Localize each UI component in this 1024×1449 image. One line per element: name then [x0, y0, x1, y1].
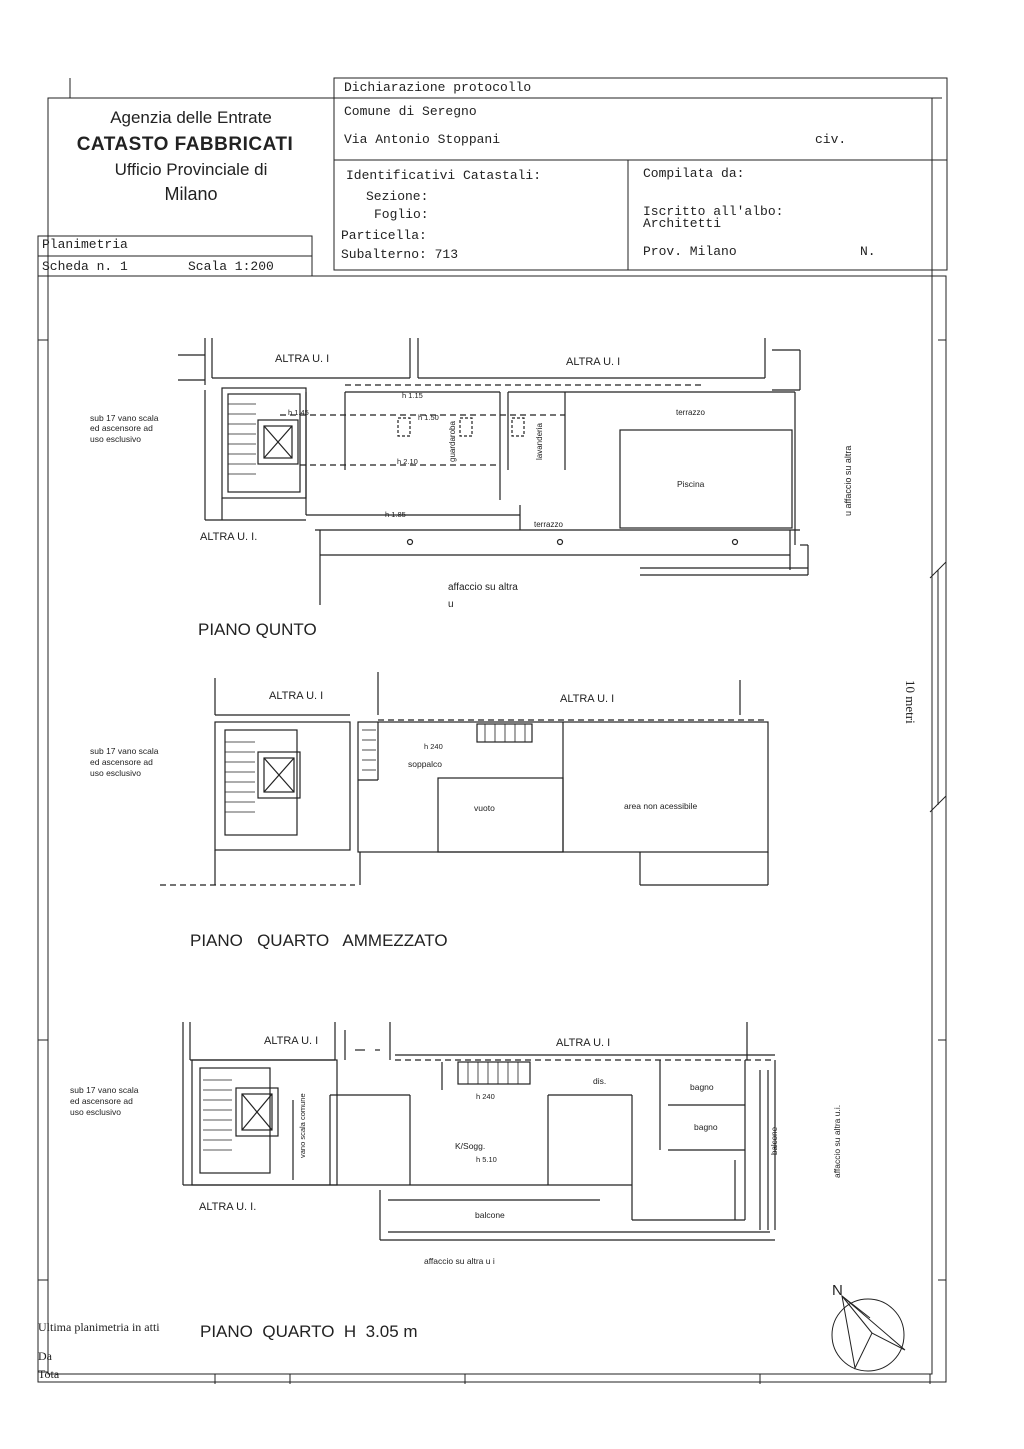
- quinto-sub-note-3: uso esclusivo: [90, 434, 142, 444]
- ammezzato-title: PIANO QUARTO AMMEZZATO: [190, 931, 448, 950]
- quinto-h145: h 1.45: [288, 408, 309, 417]
- ammezzato-sub-note-3: uso esclusivo: [90, 768, 142, 778]
- quarto-sub-note-2: ed ascensore ad: [70, 1096, 133, 1106]
- quinto-terrazzo-bottom: terrazzo: [534, 520, 563, 529]
- quinto-affaccio-2: u: [448, 599, 454, 610]
- quinto-piscina: Piscina: [677, 479, 705, 489]
- quinto-affaccio-1: affaccio su altra: [448, 582, 518, 593]
- quarto-bagno-2: bagno: [694, 1122, 718, 1132]
- planimetria-label: Planimetria: [42, 237, 128, 252]
- ammezzato-altra-right: ALTRA U. I: [560, 693, 615, 705]
- quinto-h185: h 1.85: [385, 510, 406, 519]
- footer-ultima: Ultima planimetria in atti: [38, 1320, 160, 1334]
- particella-label: Particella:: [341, 228, 427, 243]
- number-label: N.: [860, 244, 876, 259]
- ammezzato-vuoto: vuoto: [474, 803, 495, 813]
- quinto-lavanderia: lavanderia: [535, 423, 544, 460]
- civic-label: civ.: [815, 132, 847, 147]
- scheda-label: Scheda n. 1: [42, 259, 128, 274]
- identifiers-title: Identificativi Catastali:: [346, 168, 542, 183]
- ammezzato-soppalco: soppalco: [408, 759, 443, 769]
- quinto-altra-bottom: ALTRA U. I.: [200, 531, 258, 543]
- agency-name: Agenzia delle Entrate: [110, 108, 272, 127]
- quarto-title: PIANO QUARTO H 3.05 m: [200, 1322, 418, 1341]
- quinto-altra-right: ALTRA U. I: [566, 356, 621, 368]
- quarto-altra-right: ALTRA U. I: [556, 1037, 611, 1049]
- subalterno-label: Subalterno: 713: [341, 247, 459, 262]
- quarto-dis: dis.: [593, 1076, 607, 1086]
- quarto-bagno-1: bagno: [690, 1082, 714, 1092]
- ufficio-label: Ufficio Provinciale di: [114, 160, 268, 179]
- quarto-affaccio-bottom: affaccio su altra u i: [424, 1256, 495, 1266]
- scale-bar-label: 10 metri: [903, 680, 918, 724]
- quarto-vano-scala: vano scala comune: [298, 1093, 307, 1158]
- address-label: Via Antonio Stoppani: [344, 132, 501, 147]
- iscritto-label: Iscritto all'albo:: [643, 204, 784, 219]
- quarto-h510: h 5.10: [476, 1155, 497, 1164]
- quarto-sub-note-1: sub 17 vano scala: [70, 1085, 139, 1095]
- quinto-h115: h 1.15: [402, 391, 423, 400]
- quinto-title: PIANO QUNTO: [198, 620, 317, 639]
- quarto-h240: h 240: [476, 1092, 495, 1101]
- quinto-altra-left: ALTRA U. I: [275, 353, 330, 365]
- footer-tota: Tota: [38, 1367, 60, 1381]
- scala-label: Scala 1:200: [188, 259, 274, 274]
- footer-data: Da: [38, 1349, 52, 1363]
- compiled-title: Compilata da:: [643, 166, 745, 181]
- quinto-affaccio-side: u affaccio su altra: [843, 445, 853, 516]
- foglio-label: Foglio:: [374, 207, 429, 222]
- declaration-protocol: Dichiarazione protocollo: [344, 80, 532, 95]
- quarto-sub-note-3: uso esclusivo: [70, 1107, 122, 1117]
- quarto-balcone: balcone: [475, 1210, 505, 1220]
- quarto-affaccio-side: affaccio su altra u.i.: [832, 1104, 842, 1178]
- ammezzato-sub-note-2: ed ascensore ad: [90, 757, 153, 767]
- architetti-label: Architetti: [643, 216, 722, 231]
- province-name: Milano: [164, 184, 218, 204]
- ammezzato-area: area non acessibile: [624, 801, 698, 811]
- quinto-h150: h 1.50: [418, 413, 439, 422]
- quarto-altra-bottom: ALTRA U. I.: [199, 1201, 257, 1213]
- quinto-sub-note-1: sub 17 vano scala: [90, 413, 159, 423]
- sezione-label: Sezione:: [366, 189, 429, 204]
- ammezzato-h240: h 240: [424, 742, 443, 751]
- quarto-altra-left: ALTRA U. I: [264, 1035, 319, 1047]
- comune-label: Comune di Seregno: [344, 104, 477, 119]
- quinto-guardaroba: guardaroba: [448, 421, 457, 462]
- catasto-title: CATASTO FABBRICATI: [76, 134, 294, 155]
- province-label: Prov. Milano: [643, 244, 737, 259]
- ammezzato-sub-note-1: sub 17 vano scala: [90, 746, 159, 756]
- quinto-sub-note-2: ed ascensore ad: [90, 423, 153, 433]
- quinto-terrazzo-top: terrazzo: [676, 408, 705, 417]
- north-label: N: [832, 1282, 843, 1299]
- quinto-h210: h 2.10: [397, 457, 418, 466]
- quarto-balcone-side: balcone: [770, 1126, 779, 1155]
- ammezzato-altra-left: ALTRA U. I: [269, 690, 324, 702]
- quarto-ksogg: K/Sogg.: [455, 1141, 486, 1151]
